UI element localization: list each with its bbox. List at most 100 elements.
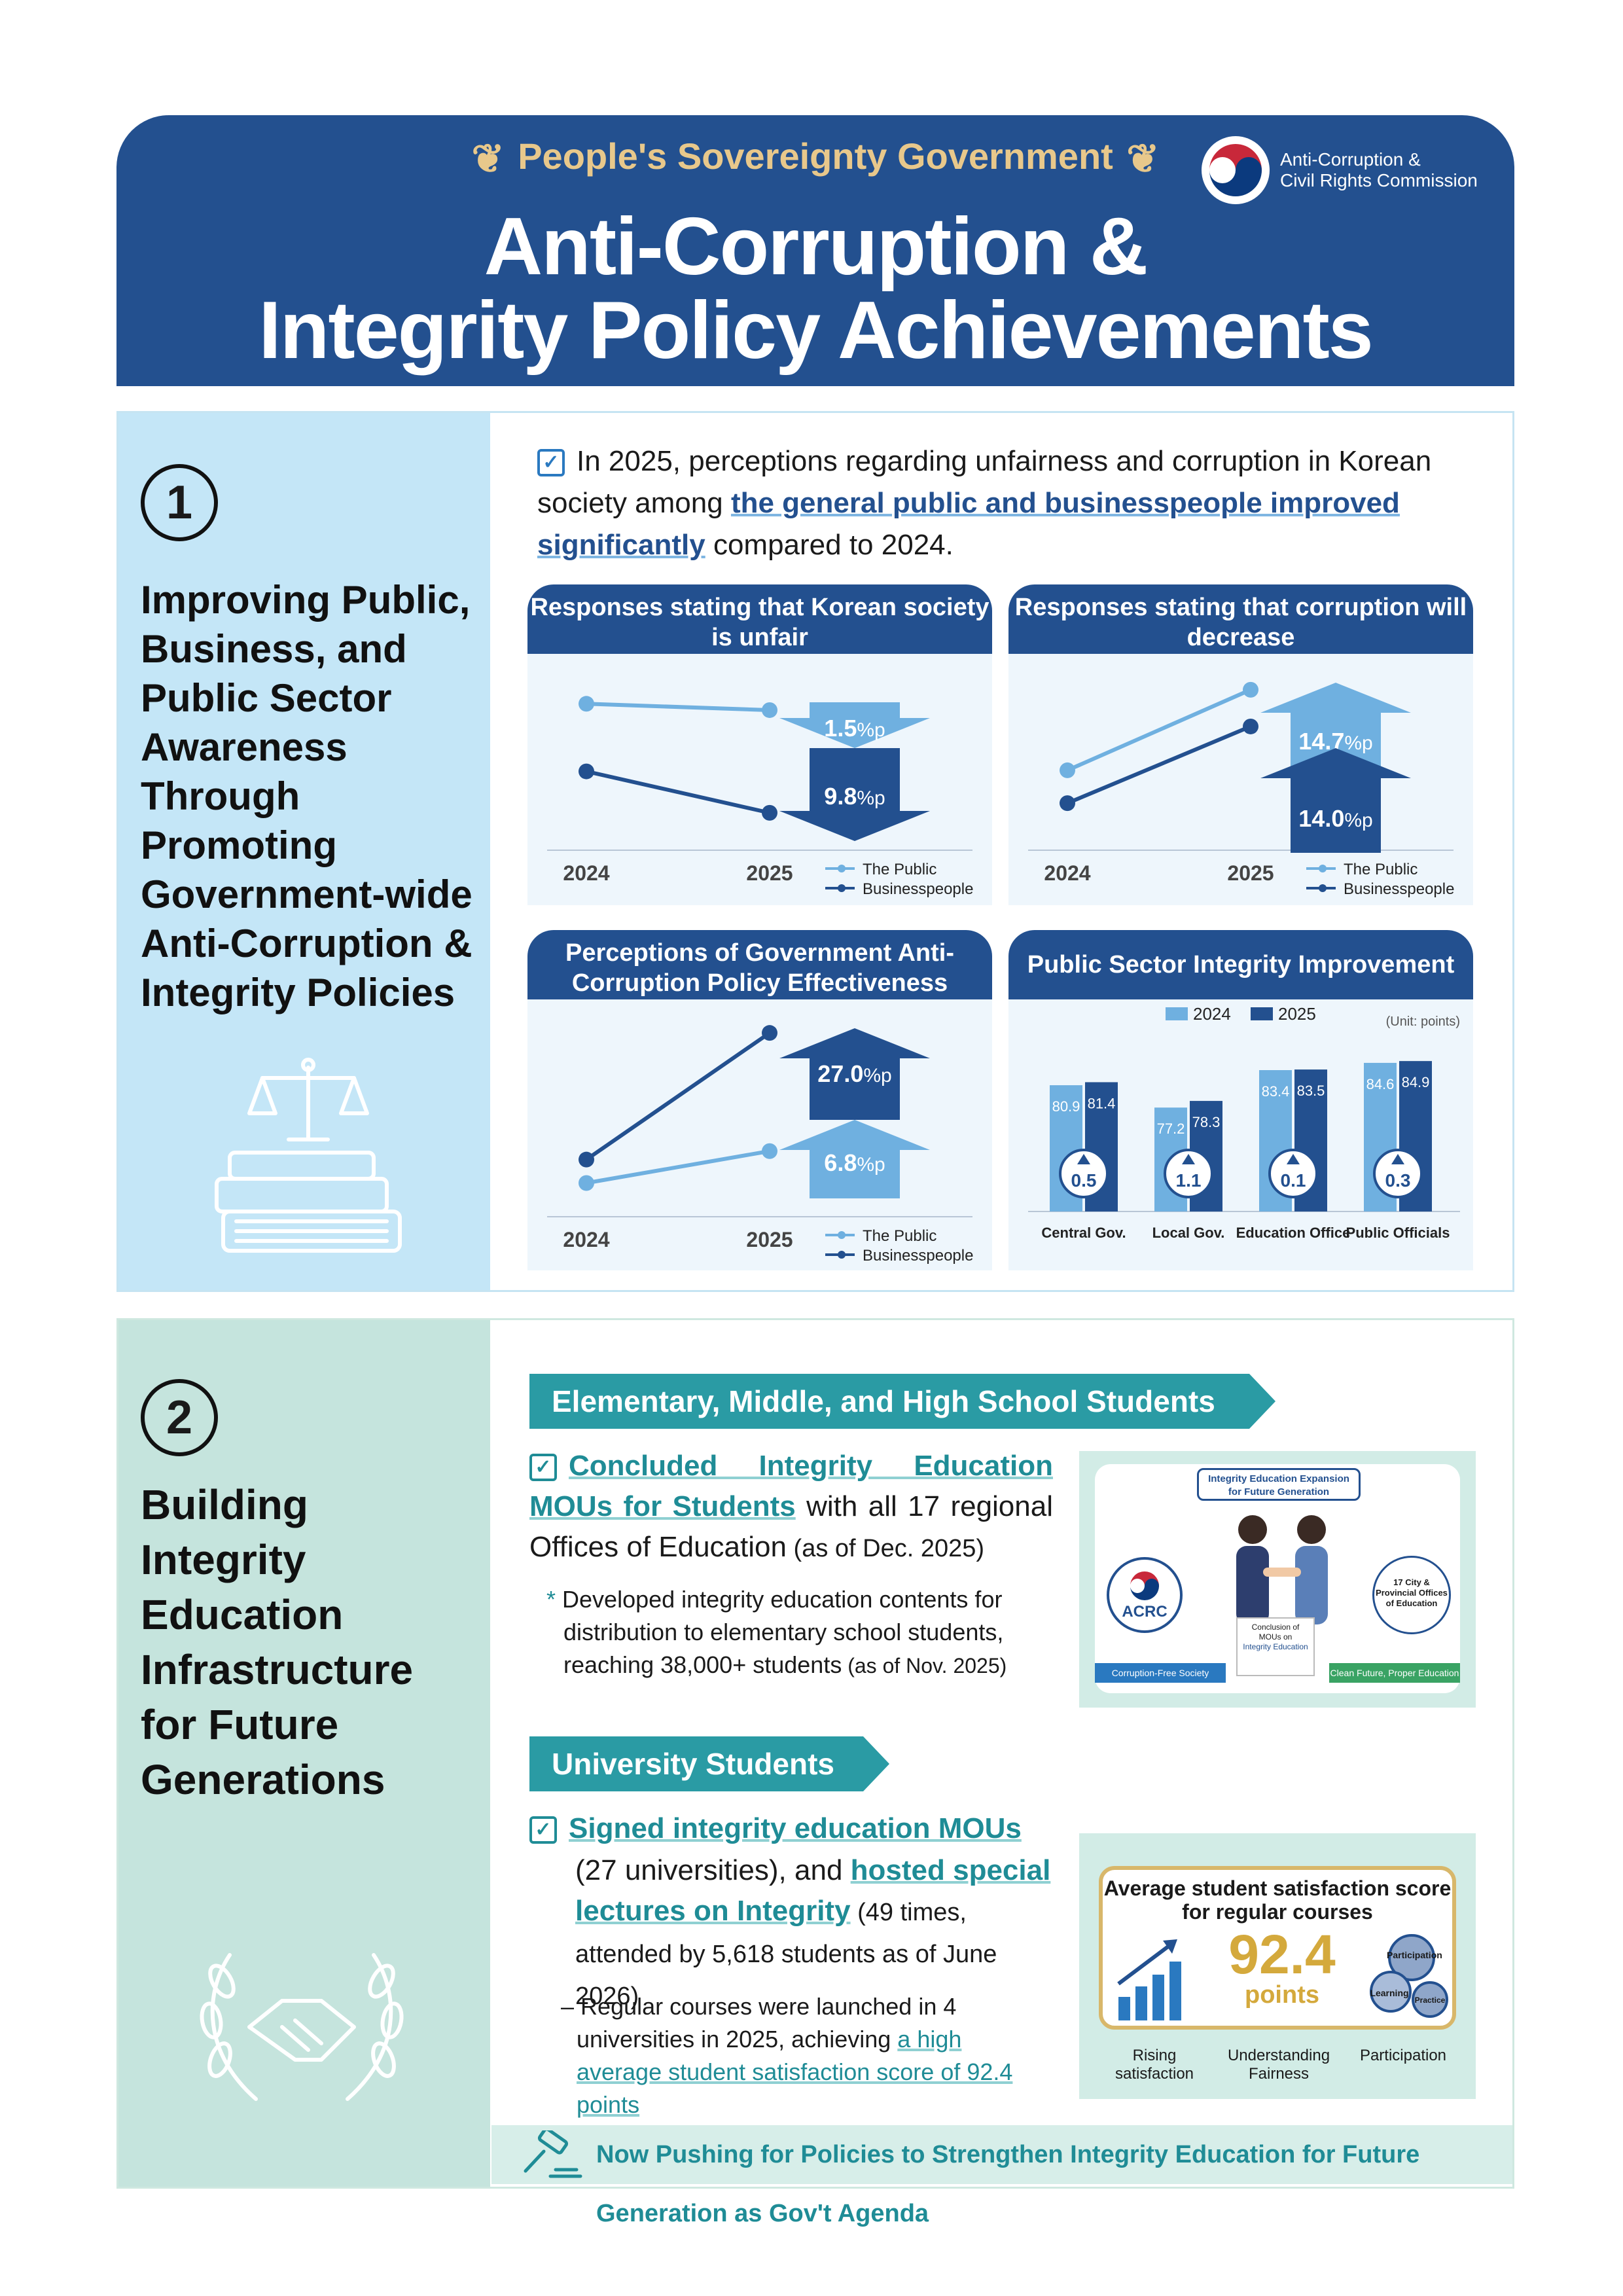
increase-label: 1.1 [1176, 1170, 1202, 1191]
satisfaction-title-line2: for regular courses [1182, 1900, 1373, 1924]
org-name-line1: Anti-Corruption & [1280, 149, 1421, 170]
k12-sub-note: (as of Nov. 2025) [842, 1654, 1007, 1677]
university-highlight-2: hosted special lectures on Integrity [575, 1854, 1051, 1927]
dash-icon: – [561, 1993, 575, 2020]
gavel-icon [524, 2130, 582, 2178]
legend-label: Businesspeople [863, 1247, 973, 1265]
category-label: Central Gov. [1041, 1225, 1126, 1241]
header-banner: ❦ People's Sovereignty Government ❦ Anti… [116, 115, 1514, 386]
title-line: Anti-Corruption & [141, 922, 473, 965]
legend-label: 2025 [1278, 1004, 1316, 1024]
banner-text: People's Sovereignty Government [518, 135, 1113, 177]
chart-panel-public-sector-integrity: Public Sector Integrity Improvement 2024… [1008, 930, 1473, 1270]
satisfaction-score: 92.4 [1228, 1924, 1336, 1985]
university-highlight-1: Signed integrity education MOUs [569, 1812, 1022, 1844]
ribbon-university: University Students [529, 1736, 889, 1791]
left-banner: Corruption-Free Society [1095, 1663, 1226, 1683]
bar-value-label: 84.6 [1366, 1076, 1395, 1092]
legend-label: 2024 [1193, 1004, 1231, 1024]
right-banner: Clean Future, Proper Education [1329, 1663, 1460, 1683]
mou-title-line2: for Future Generation [1228, 1486, 1330, 1498]
chart-title: Responses stating that corruption will d… [1008, 584, 1473, 654]
gear-label-practice: Practice [1414, 1996, 1446, 2005]
data-point [1243, 681, 1258, 698]
k12-item: ✓Concluded Integrity Education MOUs for … [529, 1446, 1053, 1569]
series-line [1066, 688, 1252, 772]
section-1-sidebar: 1 Improving Public, Business, and Public… [118, 413, 490, 1290]
data-point [762, 1025, 777, 1041]
k12-text: with all 17 regional Offices of Educatio… [529, 1490, 1053, 1563]
laurel-right-icon: ❦ [1126, 137, 1160, 181]
acrc-seal-icon [1107, 1557, 1183, 1633]
satisfaction-unit: points [1245, 1981, 1319, 2009]
title-line: Building Integrity [141, 1481, 308, 1583]
acrc-label: ACRC [1122, 1603, 1168, 1621]
chart-title-text: Responses stating that corruption will d… [1014, 594, 1467, 651]
checkbox-icon: ✓ [529, 1816, 557, 1844]
change-label: 6.8%p [824, 1149, 885, 1176]
data-point [1060, 795, 1075, 812]
k12-highlight: Concluded Integrity Education MOUs for S… [529, 1450, 1053, 1522]
data-point [579, 1151, 594, 1168]
data-point [579, 1175, 594, 1191]
increase-badge [1268, 1149, 1318, 1198]
bar-value-label: 80.9 [1052, 1098, 1080, 1115]
legend-swatch [1251, 1007, 1273, 1020]
legend-marker [838, 1231, 846, 1239]
x-tick-label: 2025 [1227, 861, 1274, 885]
title-line: Infrastructure [141, 1646, 414, 1693]
org-name-line2: Civil Rights Commission [1280, 170, 1478, 190]
mou-document: Conclusion of MOUs on Integrity Educatio… [1236, 1617, 1315, 1676]
handshake-people-icon [1236, 1515, 1328, 1624]
increase-arrow-icon [1287, 1154, 1300, 1164]
acrc-logo: Anti-Corruption & Civil Rights Commissio… [1200, 135, 1488, 207]
laurel-left-icon: ❦ [471, 137, 505, 181]
chart-panel-policy-effectiveness: Perceptions of Government Anti-Corruptio… [527, 930, 992, 1270]
k12-subitem: * Developed integrity education contents… [546, 1583, 1053, 1682]
title-line: for Future [141, 1701, 339, 1748]
university-sub-text: Regular courses were launched in 4 unive… [577, 1993, 957, 2053]
bar-value-label: 77.2 [1157, 1121, 1185, 1137]
chart-title: Public Sector Integrity Improvement [1008, 930, 1473, 999]
series-line [586, 1149, 770, 1185]
bar-value-label: 83.5 [1297, 1083, 1325, 1099]
data-point [579, 696, 594, 712]
legend-marker [838, 865, 846, 872]
title-line: Awareness [141, 725, 348, 769]
change-label: 27.0%p [817, 1060, 891, 1087]
satisfaction-title-line1: Average student satisfaction score [1103, 1876, 1452, 1900]
asterisk-icon: * [546, 1586, 556, 1613]
university-subitem: – Regular courses were launched in 4 uni… [561, 1990, 1053, 2121]
intro-text-end: compared to 2024. [705, 529, 954, 561]
mou-doc-line1: Conclusion of [1251, 1623, 1300, 1632]
chart-title: Responses stating that Korean society is… [527, 584, 992, 654]
chart-title-text: Public Sector Integrity Improvement [1027, 951, 1455, 978]
mou-title-line1: Integrity Education Expansion [1208, 1473, 1349, 1484]
ribbon-university-text: University Students [552, 1747, 834, 1781]
label-rising-satisfaction: Rising satisfaction [1115, 2047, 1194, 2083]
taegeuk-logo-icon [1202, 136, 1270, 204]
series-line [585, 1031, 771, 1162]
rising-bar-chart-icon [1117, 1939, 1181, 2020]
change-arrow [779, 702, 930, 748]
x-tick-label: 2025 [746, 1228, 793, 1251]
chart-panel-corruption-decrease: Responses stating that corruption will d… [1008, 584, 1473, 905]
change-arrow [1260, 748, 1411, 853]
section-2-sidebar: 2 Building Integrity Education Infrastru… [118, 1320, 490, 2187]
ribbon-shape [529, 1374, 1275, 1429]
data-point [579, 763, 594, 780]
gear-label-learning: Learning [1370, 1988, 1409, 1998]
mou-doc-line3: Integrity Education [1243, 1642, 1308, 1651]
increase-arrow-icon [1182, 1154, 1195, 1164]
increase-badge [1373, 1149, 1423, 1198]
ribbon-k12-text: Elementary, Middle, and High School Stud… [552, 1384, 1215, 1418]
section-1-intro: ✓In 2025, perceptions regarding unfairne… [537, 440, 1486, 566]
data-point [762, 702, 777, 718]
section-number: 1 [141, 464, 218, 541]
bar-value-label: 81.4 [1088, 1095, 1116, 1111]
data-point [762, 1143, 777, 1159]
x-tick-label: 2024 [563, 861, 609, 885]
series-line [1066, 725, 1252, 805]
